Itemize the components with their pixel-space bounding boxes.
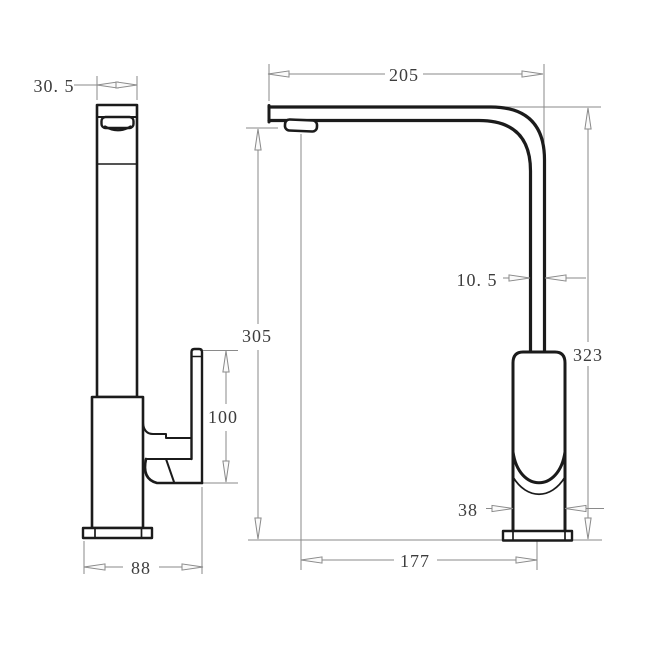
arrowhead-down (584, 517, 592, 540)
arrowhead-right (521, 70, 544, 78)
arrowhead-up (584, 107, 592, 130)
arrowhead-left (564, 504, 587, 513)
label-handle-height: 100 (208, 407, 238, 427)
front-view (81, 103, 204, 540)
dimension-labels: 30. 5 100 88 205 10. 5 305 323 38 177 (34, 65, 603, 578)
arrowhead-right (115, 81, 138, 89)
label-spout-reach: 205 (389, 65, 419, 85)
label-body-width: 38 (458, 500, 478, 520)
label-outlet-height: 305 (242, 326, 272, 346)
front-aerator-bowl (103, 125, 132, 132)
front-aerator (100, 115, 135, 130)
arrowhead-left (544, 274, 567, 282)
side-spout-inner (267, 118, 533, 354)
side-aerator (283, 118, 319, 133)
front-handle-lever (190, 347, 204, 485)
front-handle (142, 347, 204, 485)
label-overall-height: 323 (573, 345, 603, 365)
arrowhead-down (222, 460, 230, 483)
dimension-overall-height (495, 106, 601, 538)
label-outlet-offset: 177 (400, 551, 430, 571)
arrowhead-right (491, 504, 514, 513)
arrowhead-left (96, 81, 119, 89)
arrowhead-left (83, 563, 106, 571)
side-body (511, 350, 567, 534)
side-view (267, 104, 574, 542)
label-tube-thickness: 10. 5 (457, 270, 498, 290)
label-overall-depth: 88 (131, 558, 151, 578)
arrowhead-left (300, 556, 323, 564)
label-spout-width: 30. 5 (34, 76, 75, 96)
arrowhead-right (508, 274, 531, 282)
arrowhead-up (222, 350, 230, 373)
side-body-seam-curve (512, 476, 566, 495)
arrowhead-right (181, 563, 204, 571)
arrowhead-up (254, 128, 262, 151)
arrowhead-down (254, 517, 262, 540)
front-spout-column (95, 103, 139, 399)
dimension-spout-width (74, 76, 138, 100)
side-base-flange (501, 529, 574, 542)
arrowhead-left (267, 70, 290, 78)
front-base-flange (81, 526, 154, 540)
side-spout-outer (267, 105, 547, 354)
dimension-arrowheads (83, 70, 592, 571)
dimension-outlet-height (246, 127, 278, 538)
arrowhead-right (515, 556, 538, 564)
side-body-sleeve-curve (511, 450, 567, 485)
front-body (90, 395, 145, 530)
